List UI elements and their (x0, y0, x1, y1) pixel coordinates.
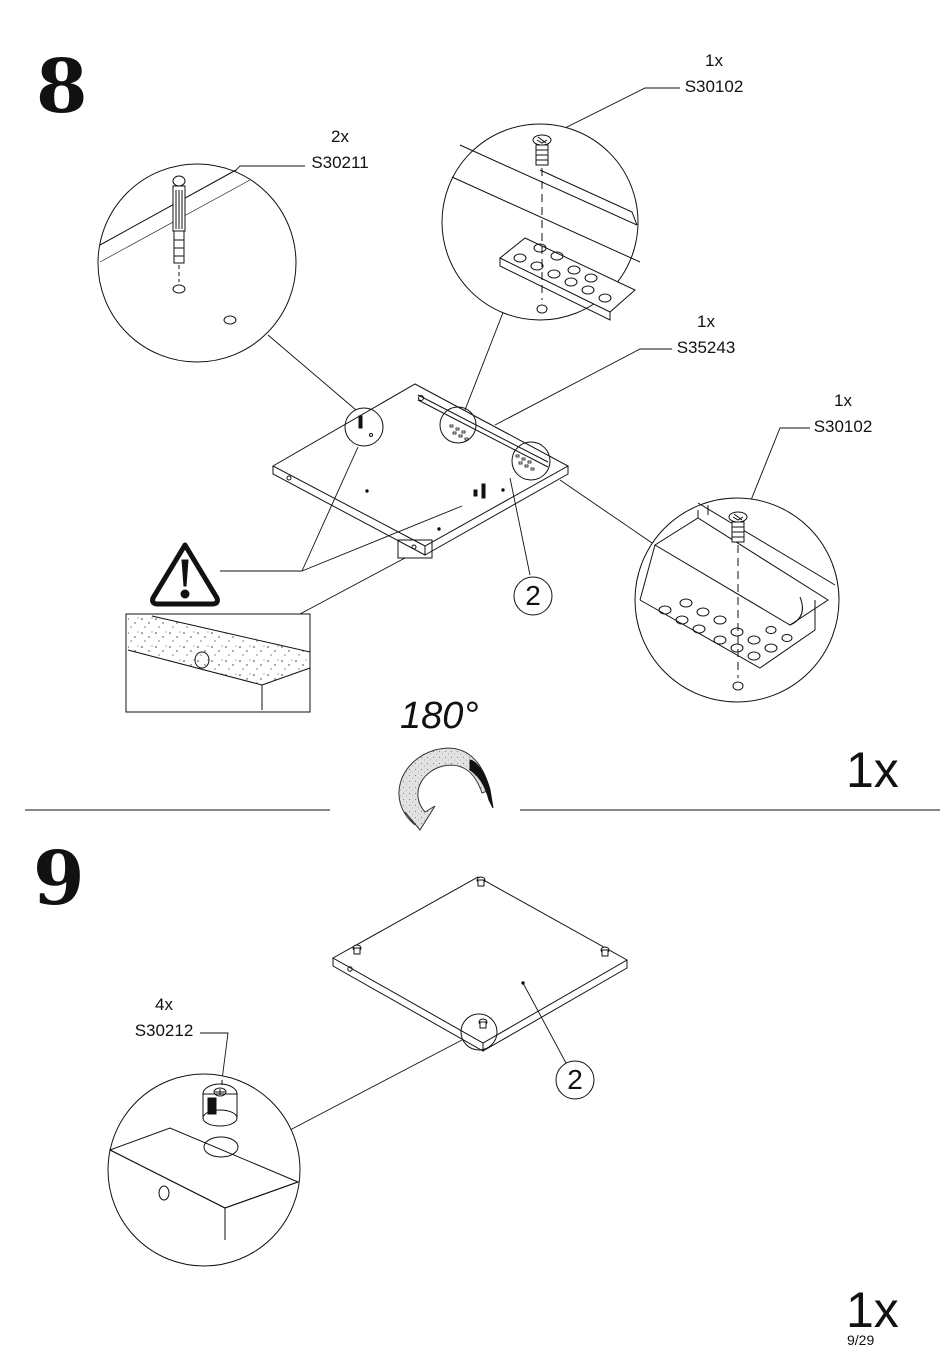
callout-qty: 1x (705, 51, 723, 70)
step9-quantity: 1x (846, 1282, 899, 1338)
rotation-label: 180° (400, 695, 479, 737)
callout-s30212: 4x S30212 (124, 995, 204, 1042)
part-label-step9: 2 (567, 1064, 583, 1095)
part-label-step8: 2 (525, 580, 541, 611)
detail-edge-box (125, 613, 311, 713)
step-number-8: 8 (36, 44, 88, 130)
callout-code: S35243 (676, 338, 736, 358)
callout-qty: 1x (834, 391, 852, 410)
step8-panel (271, 383, 570, 559)
warning-triangle-icon (150, 542, 220, 607)
detail-screw-right (634, 497, 840, 703)
callout-code: S30102 (684, 77, 744, 97)
callout-qty: 2x (331, 127, 349, 146)
part-circle-step9 (555, 1060, 595, 1100)
step9-leaders (200, 982, 567, 1131)
callout-code: S30211 (311, 153, 369, 173)
detail-dowel-s30211 (97, 163, 297, 363)
callout-code: S30212 (134, 1021, 194, 1041)
rotate-arrow-icon (398, 747, 494, 831)
callout-s30102-top: 1x S30102 (674, 51, 754, 98)
callout-qty: 1x (697, 312, 715, 331)
step8-quantity: 1x (846, 742, 899, 798)
callout-code: S30102 (813, 417, 873, 437)
callout-qty: 4x (155, 995, 173, 1014)
callout-s30102-right: 1x S30102 (803, 391, 883, 438)
step-number-9: 9 (33, 836, 85, 922)
step9-panel (331, 876, 629, 1052)
callout-s30211: 2x S30211 (300, 127, 380, 174)
page-number: 9/29 (847, 1332, 875, 1348)
detail-cam-s30212 (107, 1073, 301, 1267)
detail-screw-top (441, 123, 641, 321)
callout-s35243: 1x S35243 (666, 312, 746, 359)
part-circle-step8 (513, 576, 553, 616)
